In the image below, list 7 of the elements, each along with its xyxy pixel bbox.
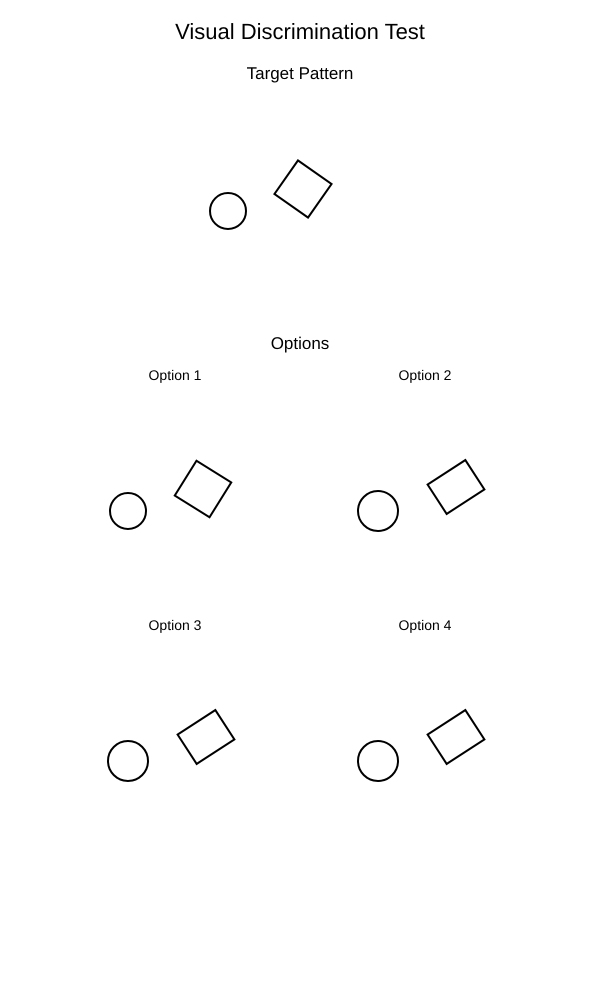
option-label: Option 1: [148, 367, 202, 383]
section-heading: Options: [270, 334, 330, 354]
title: Visual Discrimination Test: [175, 19, 425, 45]
option-label: Option 4: [398, 617, 452, 633]
section-heading: Target Pattern: [246, 64, 354, 84]
option-label: Option 2: [398, 367, 452, 383]
option-label: Option 3: [148, 617, 202, 633]
